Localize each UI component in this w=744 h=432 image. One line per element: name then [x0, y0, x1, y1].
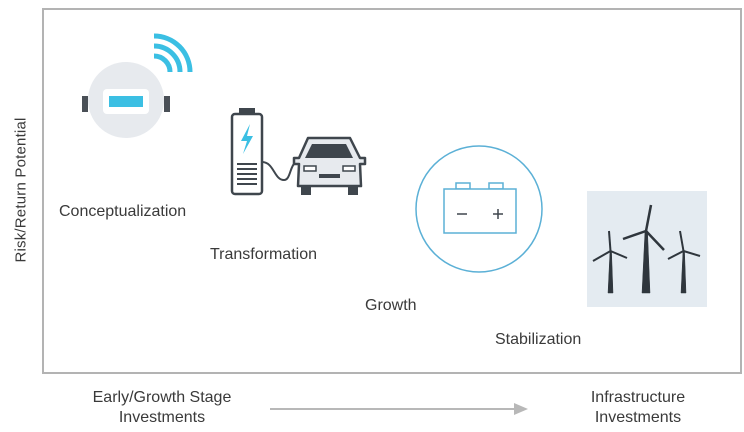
battery-icon [415, 145, 543, 273]
ev-charging-icon [230, 108, 367, 196]
x-axis-start-line2: Investments [118, 409, 206, 426]
x-axis-end-line2: Investments [594, 409, 682, 426]
stage-label-growth: Growth [365, 297, 417, 314]
smart-meter-icon [82, 33, 193, 138]
stage-label-stabilization: Stabilization [495, 331, 582, 348]
x-axis-end-line1: Infrastructure [590, 389, 686, 406]
x-axis-start-label: Early/Growth Stage Investments [60, 388, 264, 428]
stage-label-conceptualization: Conceptualization [59, 203, 187, 220]
y-axis-label: Risk/Return Potential [12, 117, 30, 263]
x-axis-start-line1: Early/Growth Stage [92, 389, 232, 406]
stage-label-transformation: Transformation [210, 246, 317, 263]
wind-turbines-icon [587, 191, 707, 307]
progress-arrow [270, 403, 528, 415]
x-axis-end-label: Infrastructure Investments [540, 388, 736, 428]
